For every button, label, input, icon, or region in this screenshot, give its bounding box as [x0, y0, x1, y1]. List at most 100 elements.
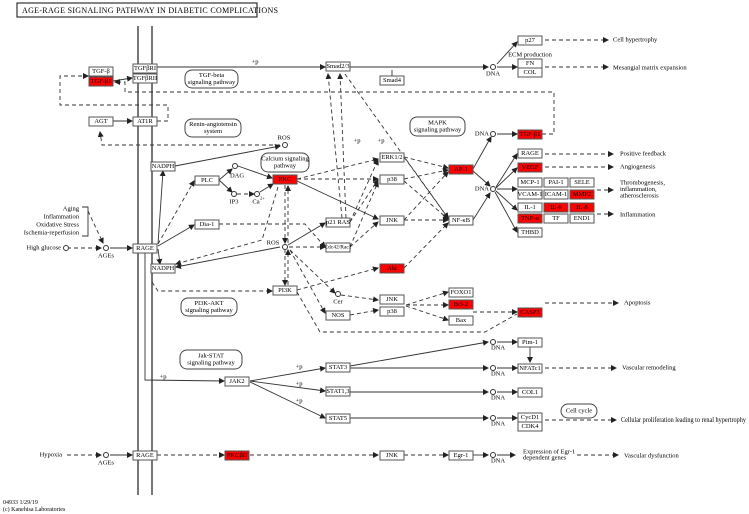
pathway-cell-cycle[interactable]: Cell cycle — [560, 403, 598, 419]
node-ap1[interactable]: AP-1 — [448, 164, 474, 175]
node-cdk4[interactable]: CDK4 — [517, 421, 543, 432]
node-stat5[interactable]: STAT5 — [325, 413, 351, 424]
svg-text:COL1: COL1 — [522, 389, 538, 396]
dna-egr1: DNA — [490, 452, 505, 465]
node-agt[interactable]: AGT — [88, 116, 114, 127]
node-nfatc1[interactable]: NFATc1 — [517, 363, 543, 374]
node-stat13[interactable]: STAT1,3 — [325, 386, 351, 397]
node-smad23[interactable]: Smad2/3 — [325, 61, 351, 72]
node-vcam1[interactable]: VCAM-1 — [517, 189, 543, 200]
compound-ip3[interactable]: IP3 — [229, 191, 239, 206]
svg-text:Aging: Aging — [63, 206, 80, 213]
compound-ros-mid[interactable]: ROS — [267, 240, 288, 250]
svg-text:NADPH: NADPH — [152, 163, 175, 170]
diagram-title: AGE-RAGE SIGNALING PATHWAY IN DIABETIC C… — [16, 2, 278, 18]
compound-ages[interactable]: AGEs — [98, 245, 114, 260]
node-mmp2[interactable]: MMP2 — [569, 189, 595, 200]
node-p38[interactable]: p38 — [379, 174, 405, 185]
node-jak2[interactable]: JAK2 — [224, 376, 250, 387]
node-nadph[interactable]: NADPH — [150, 161, 176, 172]
node-pkc[interactable]: PKC — [272, 174, 298, 185]
node-nadph-lower[interactable]: NADPH — [150, 263, 176, 274]
node-nos[interactable]: NOS — [325, 310, 351, 321]
node-plc[interactable]: PLC — [194, 175, 220, 186]
node-thbd[interactable]: THBD — [517, 227, 543, 238]
node-pim1[interactable]: Pim-1 — [517, 337, 543, 348]
svg-text:PKC: PKC — [279, 176, 292, 183]
node-egr1[interactable]: Egr-1 — [448, 450, 474, 461]
svg-text:RAGE: RAGE — [521, 150, 539, 157]
node-rage-hypoxia[interactable]: RAGE — [132, 450, 158, 461]
node-tgf-beta1[interactable]: TGF-β1 — [88, 76, 114, 87]
node-mcp1[interactable]: MCP-1 — [517, 177, 543, 188]
outcome-vascular-remodeling: Vascular remodeling — [622, 365, 676, 372]
node-jnk[interactable]: JNK — [379, 215, 405, 226]
compound-dag[interactable]: DAG — [230, 163, 244, 180]
compound-ros-top[interactable]: ROS — [278, 135, 291, 148]
node-bcl2[interactable]: Bcl-2 — [448, 299, 474, 310]
node-vegf[interactable]: VEGF — [517, 162, 543, 173]
compound-ages-hypoxia[interactable]: AGEs — [98, 452, 114, 467]
node-casp3[interactable]: CASP3 — [517, 307, 543, 318]
compound-calcium[interactable]: Ca2+ — [252, 191, 265, 206]
node-rage[interactable]: RAGE — [132, 243, 158, 254]
node-tgf-beta[interactable]: TGF-β — [88, 66, 114, 77]
svg-text:DAG: DAG — [230, 173, 244, 180]
svg-text:JNK: JNK — [386, 217, 398, 224]
node-stat3[interactable]: STAT3 — [325, 362, 351, 373]
dna-cycd1: DNA — [490, 415, 505, 428]
node-erk12[interactable]: ERK1/2 — [379, 152, 405, 163]
node-akt[interactable]: Akt — [379, 263, 405, 274]
node-pai1[interactable]: PAI-1 — [543, 177, 569, 188]
node-tgfbr2[interactable]: TGFβRII — [132, 73, 158, 84]
node-il6[interactable]: IL-6 — [543, 202, 569, 213]
node-jnk-apoptosis[interactable]: JNK — [379, 294, 405, 305]
node-tgfbr1[interactable]: TGFβRI — [132, 63, 158, 74]
svg-text:COL: COL — [524, 69, 537, 76]
node-cdc42-rac1[interactable]: Cdc42/Rac1 — [324, 242, 352, 253]
hypoxia-label: Hypoxia — [40, 452, 63, 459]
dna-tgfb1: DNA — [475, 131, 496, 138]
node-il1[interactable]: IL-1 — [517, 202, 543, 213]
svg-text:+p: +p — [296, 381, 303, 388]
node-sele[interactable]: SELE — [569, 177, 595, 188]
svg-text:MAPK: MAPK — [428, 120, 447, 127]
node-nfkb[interactable]: NF-κB — [448, 215, 474, 226]
dna-nfatc1: DNA — [490, 365, 505, 378]
svg-text:TGF-β1: TGF-β1 — [519, 131, 540, 138]
svg-text:TGF-β1: TGF-β1 — [90, 78, 111, 85]
compound-cer[interactable]: Cer — [333, 291, 344, 306]
node-dia1[interactable]: Dia-1 — [194, 219, 220, 230]
node-smad4[interactable]: Smad4 — [379, 75, 405, 86]
compound-high-glucose[interactable]: High glucose — [27, 245, 69, 252]
node-tf[interactable]: TF — [543, 213, 569, 224]
node-p38-apoptosis[interactable]: p38 — [379, 306, 405, 317]
node-foxo1[interactable]: FOXO1 — [448, 287, 474, 298]
node-tgf-beta1-target[interactable]: TGF-β1 — [517, 129, 543, 140]
node-jnk-hypoxia[interactable]: JNK — [379, 450, 405, 461]
compounds: ROS DAG IP3 Ca2+ ROS Cer AGEs AGEs High … — [27, 64, 505, 467]
svg-text:ICAM-1: ICAM-1 — [545, 191, 567, 198]
node-fn[interactable]: FN — [517, 58, 543, 69]
node-col[interactable]: COL — [517, 67, 543, 78]
node-end1[interactable]: END1 — [569, 213, 595, 224]
node-tnfa[interactable]: TNF-α — [517, 213, 543, 224]
node-p21ras[interactable]: p21 RAS — [325, 217, 351, 228]
node-bax[interactable]: Bax — [448, 315, 474, 326]
node-pi3k[interactable]: PI3K — [272, 285, 298, 296]
node-icam1[interactable]: ICAM-1 — [543, 189, 569, 200]
node-cycd1[interactable]: CycD1 — [517, 412, 543, 423]
svg-text:04933 1/29/19: 04933 1/29/19 — [3, 500, 38, 506]
node-at1r[interactable]: AT1R — [132, 116, 158, 127]
node-pkc-beta2[interactable]: PKCβII — [224, 450, 250, 461]
node-il8[interactable]: IL-8 — [569, 202, 595, 213]
node-p27[interactable]: p27 — [517, 35, 543, 46]
node-col1[interactable]: COL1 — [517, 387, 543, 398]
node-rage-target[interactable]: RAGE — [517, 148, 543, 159]
